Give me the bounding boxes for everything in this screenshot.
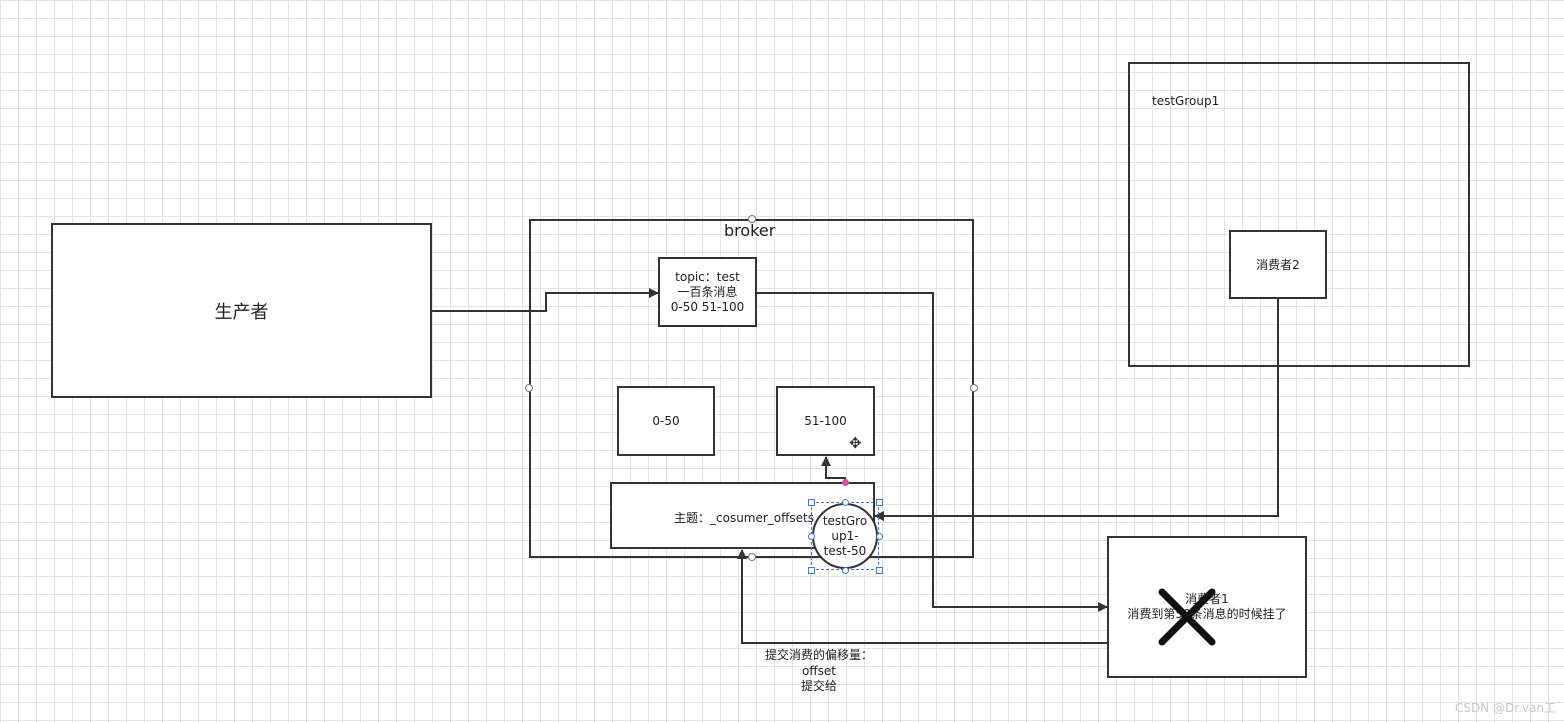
rotate-handle[interactable] bbox=[842, 479, 849, 486]
group-container[interactable]: testGroup1 bbox=[1128, 62, 1470, 367]
broker-handle-top[interactable] bbox=[748, 215, 756, 223]
broker-handle-bottom[interactable] bbox=[748, 553, 756, 561]
producer-node[interactable]: 生产者 bbox=[51, 223, 432, 398]
partition-0-50-label: 0-50 bbox=[652, 414, 680, 428]
broker-handle-right[interactable] bbox=[970, 384, 978, 392]
watermark: CSDN @Dr.van工 bbox=[1455, 701, 1556, 715]
resize-handle-nw[interactable] bbox=[808, 499, 815, 506]
commit-note: 提交消费的偏移量： offset 提交给 bbox=[765, 648, 874, 694]
partition-0-50[interactable]: 0-50 bbox=[617, 386, 715, 456]
failed-cross-icon bbox=[1158, 588, 1216, 646]
resize-handle-s[interactable] bbox=[842, 567, 849, 574]
offsets-topic-label: 主题：_cosumer_offsets bbox=[674, 511, 815, 525]
selection-frame bbox=[811, 502, 879, 570]
consumer1-commit-arrow bbox=[737, 549, 1107, 644]
partition-51-100[interactable]: 51-100 bbox=[776, 386, 875, 456]
producer-to-topic-arrow bbox=[432, 288, 659, 312]
offset-record-text: testGro up1- test-50 bbox=[822, 513, 868, 558]
resize-handle-e[interactable] bbox=[876, 533, 883, 540]
producer-label: 生产者 bbox=[214, 301, 269, 323]
partition-51-100-label: 51-100 bbox=[804, 414, 847, 428]
consumer2-to-offsets-arrow bbox=[874, 299, 1279, 521]
resize-handle-ne[interactable] bbox=[876, 499, 883, 506]
move-cursor-icon: ✥ bbox=[849, 434, 862, 452]
broker-title: broker bbox=[724, 221, 776, 240]
resize-handle-n[interactable] bbox=[842, 499, 849, 506]
resize-handle-w[interactable] bbox=[808, 533, 815, 540]
consumer2-node[interactable]: 消费者2 bbox=[1229, 230, 1327, 299]
resize-handle-sw[interactable] bbox=[808, 567, 815, 574]
broker-handle-left[interactable] bbox=[525, 384, 533, 392]
consumer1-node[interactable]: 消费者1 消费到第50条消息的时候挂了 bbox=[1107, 536, 1307, 678]
resize-handle-se[interactable] bbox=[876, 567, 883, 574]
topic-text: topic：test 一百条消息 0-50 51-100 bbox=[670, 269, 745, 314]
topic-to-consumer1-arrow bbox=[757, 292, 1108, 612]
topic-box[interactable]: topic：test 一百条消息 0-50 51-100 bbox=[658, 257, 757, 327]
group-title: testGroup1 bbox=[1152, 94, 1220, 108]
consumer2-label: 消费者2 bbox=[1256, 258, 1300, 272]
